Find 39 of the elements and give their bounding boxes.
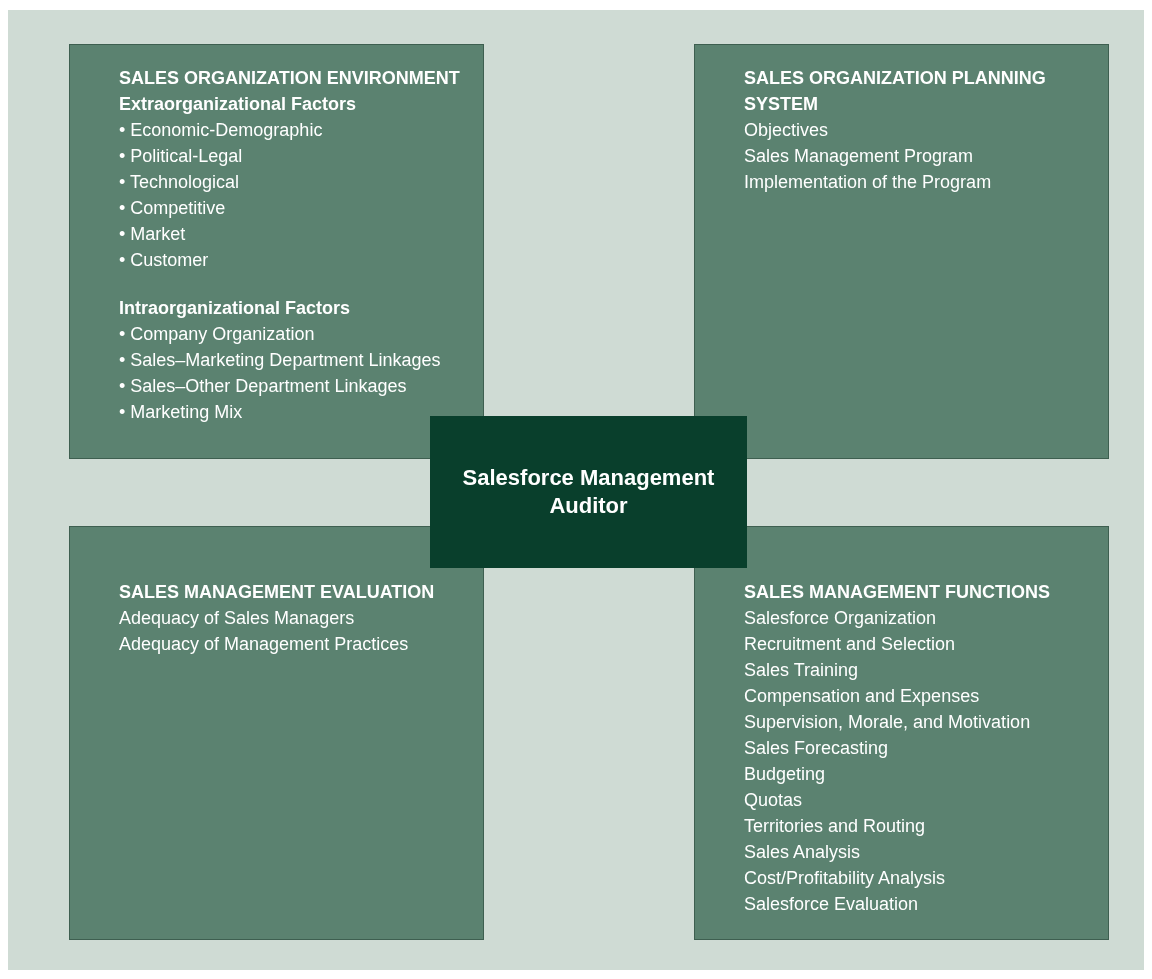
list-item: Implementation of the Program [744,171,993,194]
list-item: • Political-Legal [119,145,244,168]
heading: SALES ORGANIZATION ENVIRONMENT [119,67,461,90]
list-item: Salesforce Evaluation [744,893,920,916]
list-item: • Marketing Mix [119,401,244,424]
heading: Extraorganizational Factors [119,93,358,116]
list-item: Sales Training [744,659,860,682]
list-item: • Market [119,223,187,246]
list-item: • Technological [119,171,241,194]
list-item: Compensation and Expenses [744,685,981,708]
quadrant-box [694,44,1109,459]
list-item: Recruitment and Selection [744,633,957,656]
center-box [430,416,747,568]
quadrant-box [69,526,484,940]
list-item: • Customer [119,249,210,272]
list-item: Adequacy of Management Practices [119,633,410,656]
list-item: Sales Forecasting [744,737,890,760]
list-item: Sales Analysis [744,841,862,864]
list-item: • Economic-Demographic [119,119,324,142]
quadrant-box [69,44,484,459]
heading: SALES MANAGEMENT EVALUATION [119,581,436,604]
list-item: Adequacy of Sales Managers [119,607,356,630]
list-item: • Sales–Marketing Department Linkages [119,349,442,372]
list-item: Salesforce Organization [744,607,938,630]
list-item: • Company Organization [119,323,316,346]
list-item: Territories and Routing [744,815,927,838]
list-item: Sales Management Program [744,145,975,168]
list-item: Supervision, Morale, and Motivation [744,711,1032,734]
quadrant-box [694,526,1109,940]
list-item: Budgeting [744,763,827,786]
list-item: Quotas [744,789,804,812]
list-item: • Sales–Other Department Linkages [119,375,408,398]
list-item: Cost/Profitability Analysis [744,867,947,890]
heading: Salesforce Management Auditor [461,464,716,520]
list-item: Objectives [744,119,830,142]
heading: SALES MANAGEMENT FUNCTIONS [744,581,1051,604]
list-item: • Competitive [119,197,227,220]
heading: SALES ORGANIZATION PLANNING SYSTEM [744,67,1047,116]
heading: Intraorganizational Factors [119,297,352,320]
